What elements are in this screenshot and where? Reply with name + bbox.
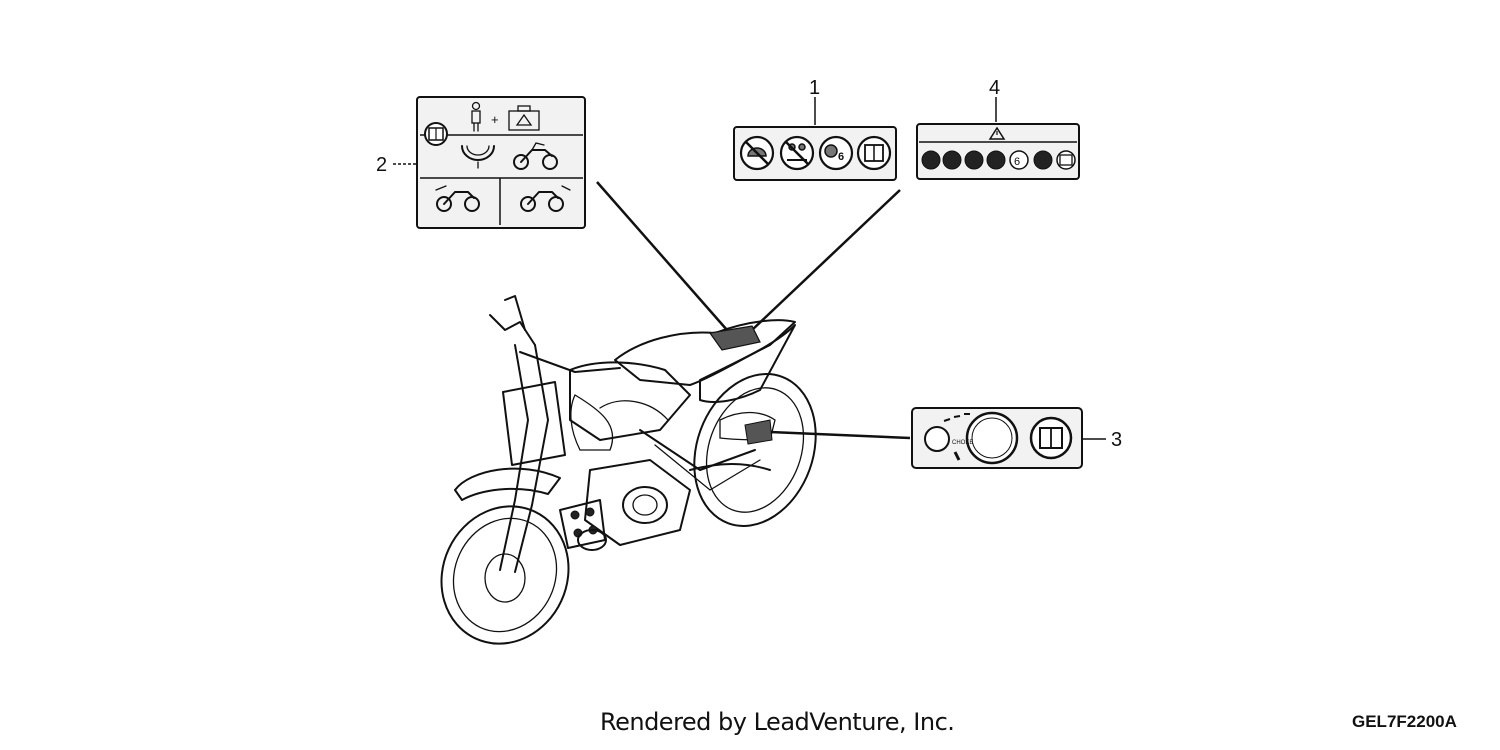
render-credit: Rendered by LeadVenture, Inc. xyxy=(600,708,955,736)
owners-manual-icon xyxy=(1029,416,1073,460)
motorcycle-illustration xyxy=(440,295,817,645)
svg-text:CHOKE: CHOKE xyxy=(952,440,973,446)
motorcycle-icon xyxy=(435,185,480,212)
label-1-prohibition-card: 6 xyxy=(733,126,897,181)
label-3-choke-card: CHOKE xyxy=(911,407,1083,469)
diagram-code: GEL7F2200A xyxy=(1352,712,1457,731)
callout-3: 3 xyxy=(1111,429,1122,451)
age-restriction-icon: 6 xyxy=(818,135,854,171)
label-4-warning-card: 6 xyxy=(916,123,1080,180)
no-helmet-prohibited-icon xyxy=(739,135,775,171)
warning-triangle-icon xyxy=(988,126,1006,140)
motorcycle-icon xyxy=(513,142,558,170)
tire-pressure-icon xyxy=(461,145,495,169)
tool-kit-icon xyxy=(508,105,540,131)
caution-symbols-row: 6 xyxy=(921,150,1076,170)
callout-2: 2 xyxy=(376,154,387,176)
no-passenger-prohibited-icon xyxy=(779,135,815,171)
leader-lines xyxy=(393,97,1106,440)
svg-text:6: 6 xyxy=(838,151,844,163)
rider-icon xyxy=(471,101,481,132)
choke-knob-icon: CHOKE xyxy=(924,411,1019,465)
label-2-caution-card: + xyxy=(416,96,586,229)
callout-1: 1 xyxy=(809,77,820,99)
owners-manual-icon xyxy=(856,135,892,171)
owners-manual-icon xyxy=(424,122,448,146)
svg-text:6: 6 xyxy=(1014,156,1020,168)
motorcycle-icon xyxy=(520,185,571,212)
callout-4: 4 xyxy=(989,77,1000,99)
plus-sign: + xyxy=(491,112,499,127)
